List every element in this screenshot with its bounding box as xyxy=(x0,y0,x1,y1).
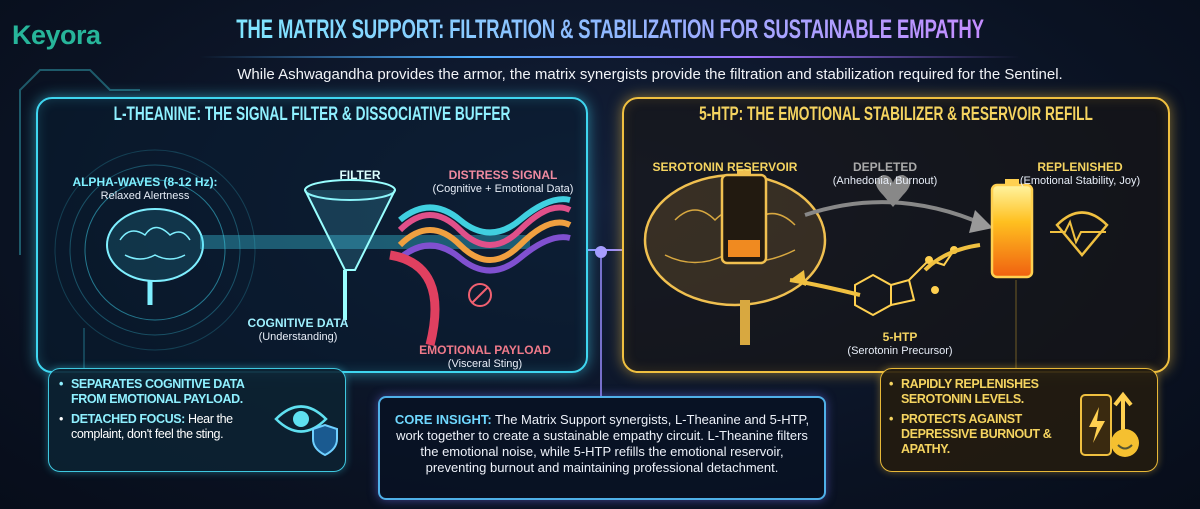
l-theanine-benefits-card: SEPARATES COGNITIVE DATA FROM EMOTIONAL … xyxy=(48,368,346,472)
alpha-waves-label: ALPHA-WAVES (8-12 Hz):Relaxed Alertness xyxy=(72,175,218,202)
core-insight-label: CORE INSIGHT: xyxy=(394,412,492,427)
serotonin-reservoir-label: SEROTONIN RESERVOIR xyxy=(652,160,798,174)
core-insight-text: The Matrix Support synergists, L-Theanin… xyxy=(396,412,810,475)
l-theanine-title: L-THEANINE: THE SIGNAL FILTER & DISSOCIA… xyxy=(113,104,511,125)
l-theanine-illustration xyxy=(54,149,572,351)
broken-heart-icon xyxy=(876,175,910,207)
filter-label: FILTER xyxy=(339,168,381,182)
core-insight-box: CORE INSIGHT: The Matrix Support synergi… xyxy=(378,396,826,500)
emotional-payload-label: EMOTIONAL PAYLOAD(Visceral Sting) xyxy=(419,343,551,370)
junction-node xyxy=(595,246,607,258)
distress-signal-label: DISTRESS SIGNAL(Cognitive + Emotional Da… xyxy=(432,168,574,195)
eye-shield-icon xyxy=(274,405,338,457)
5htp-title: 5-HTP: THE EMOTIONAL STABILIZER & RESERV… xyxy=(699,104,1093,125)
low-battery-icon xyxy=(720,169,768,265)
full-battery-icon xyxy=(990,179,1034,279)
title-divider xyxy=(200,56,1020,58)
brand-logo: Keyora xyxy=(12,20,101,50)
replenished-label: REPLENISHED(Emotional Stability, Joy) xyxy=(1019,160,1141,187)
5htp-illustration xyxy=(643,169,1109,345)
5htp-benefits-card: RAPIDLY REPLENISHES SEROTONIN LEVELS. PR… xyxy=(880,368,1158,472)
benefit-item: PROTECTS AGAINST DEPRESSIVE BURNOUT & AP… xyxy=(887,412,1067,457)
heartbeat-icon xyxy=(1055,211,1109,257)
page-subtitle: While Ashwagandha provides the armor, th… xyxy=(237,66,1063,83)
depletion-arrow xyxy=(804,200,986,227)
no-sting-icon xyxy=(468,283,492,307)
depleted-label: DEPLETED(Anhedonia, Burnout) xyxy=(832,160,938,187)
emotional-diversion-arrow xyxy=(389,250,440,347)
benefit-item: SEPARATES COGNITIVE DATA FROM EMOTIONAL … xyxy=(57,377,269,407)
distress-wave-icon xyxy=(397,196,572,274)
benefit-item: RAPIDLY REPLENISHES SEROTONIN LEVELS. xyxy=(887,377,1067,407)
filter-funnel-icon xyxy=(304,179,396,320)
benefit-item: DETACHED FOCUS: Hear the complaint, don'… xyxy=(57,412,269,442)
cognitive-data-label: COGNITIVE DATA(Understanding) xyxy=(247,316,349,343)
page-title: THE MATRIX SUPPORT: FILTRATION & STABILI… xyxy=(236,14,984,44)
brain-icon xyxy=(106,208,204,305)
5htp-label: 5-HTP(Serotonin Precursor) xyxy=(847,330,953,357)
battery-boost-smiley-icon xyxy=(1080,391,1139,457)
